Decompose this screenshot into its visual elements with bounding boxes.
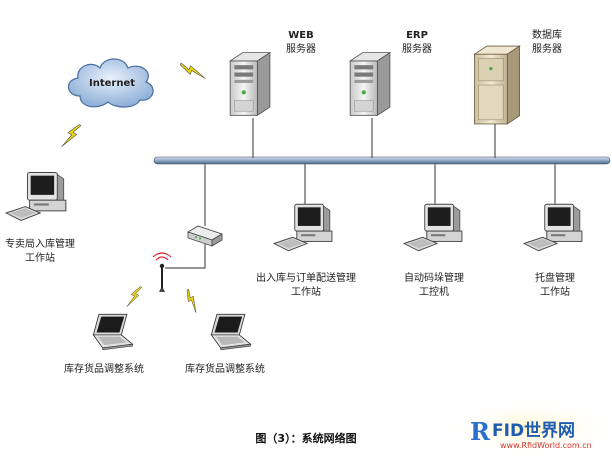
wireless-antenna-icon xyxy=(152,252,172,292)
rfidworld-logo: R FID世界网 www.RfidWorld.com.cn xyxy=(446,400,612,456)
db-server-label-2: 服务器 xyxy=(532,42,562,55)
db-server-label-1: 数据库 xyxy=(532,28,562,41)
bolt-internet-web xyxy=(178,61,208,81)
logo-url: www.RfidWorld.com.cn xyxy=(500,441,592,450)
ws-code-label-1: 自动码垛管理 xyxy=(404,271,464,284)
erp-server-icon xyxy=(349,52,391,116)
logo-mark: R xyxy=(470,417,491,446)
internet-cloud: Internet xyxy=(67,58,154,108)
web-server-label-1: WEB xyxy=(288,30,313,41)
bolt-antenna-laptop1 xyxy=(125,284,143,310)
link-router-antenna xyxy=(165,244,206,269)
erp-server-label-1: ERP xyxy=(406,30,428,41)
ws-special-desktop-icon xyxy=(5,171,67,222)
network-bus xyxy=(153,156,611,165)
bolt-antenna-laptop2 xyxy=(182,288,202,314)
router-icon xyxy=(187,225,223,247)
ws-pallet-label-2: 工作站 xyxy=(540,285,570,298)
erp-server-label-2: 服务器 xyxy=(402,42,432,55)
ws-order-label-2: 工作站 xyxy=(291,285,321,298)
ws-special-label-1: 专卖局入库管理 xyxy=(5,237,75,250)
ws-order-desktop-icon xyxy=(273,203,333,252)
ws-pallet-desktop-icon xyxy=(523,203,583,252)
ws-code-desktop-icon xyxy=(403,203,463,252)
laptop-1-label: 库存货品调整系统 xyxy=(64,362,144,375)
ws-code-label-2: 工控机 xyxy=(419,285,449,298)
laptop-1-icon xyxy=(92,313,134,351)
bolt-internet-ws xyxy=(60,121,82,151)
laptop-2-label: 库存货品调整系统 xyxy=(185,362,265,375)
figure-caption: 图（3）：系统网络图 xyxy=(255,431,356,445)
logo-text: FID世界网 xyxy=(492,421,575,441)
ws-special-label-2: 工作站 xyxy=(25,251,55,264)
db-server-icon xyxy=(473,45,521,125)
ws-order-label-1: 出入库与订单配送管理 xyxy=(256,271,356,284)
laptop-2-icon xyxy=(210,313,252,351)
ws-pallet-label-1: 托盘管理 xyxy=(535,271,575,284)
web-server-label-2: 服务器 xyxy=(286,42,316,55)
web-server-icon xyxy=(229,52,271,116)
internet-label: Internet xyxy=(89,78,135,89)
